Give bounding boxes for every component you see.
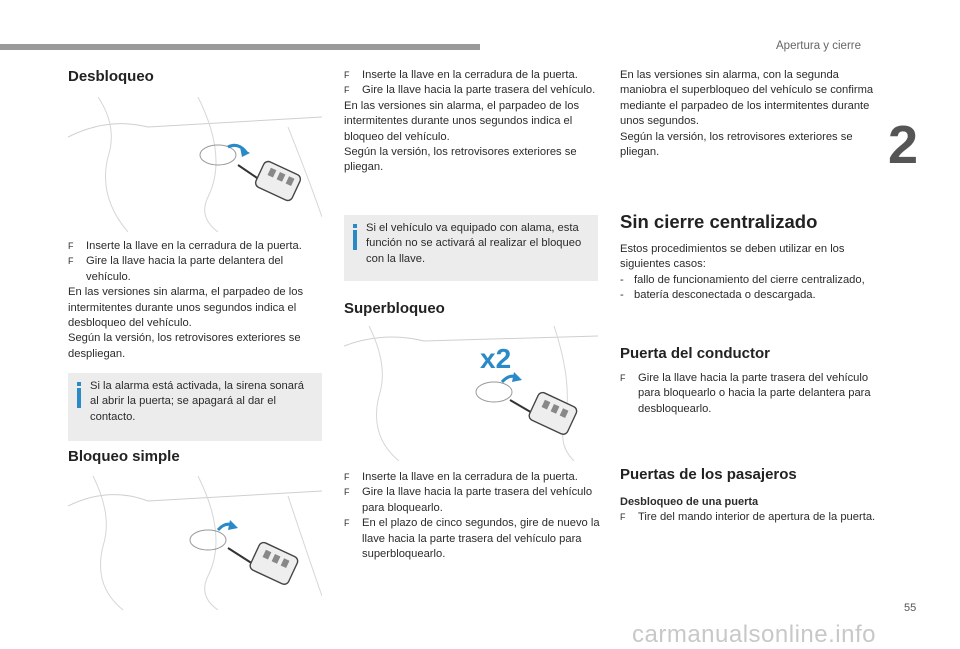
figure-lock (68, 476, 322, 610)
paragraph: En las versiones sin alarma, el parpadeo… (68, 286, 304, 330)
col3-intro: En las versiones sin alarma, con la segu… (620, 68, 882, 160)
x2-label: x2 (480, 343, 511, 374)
info-note: Si el vehículo va equipado con alama, es… (344, 215, 598, 281)
section-title-sin-cierre: Sin cierre centralizado (620, 211, 818, 232)
info-icon (353, 224, 357, 250)
section-title-bloqueo-simple: Bloqueo simple (68, 448, 180, 465)
paragraph: Según la versión, los retrovisores exter… (68, 332, 301, 360)
figure-unlock (68, 97, 322, 232)
subheading: Desbloqueo de una puerta (620, 496, 759, 508)
figure-superlock: x2 (344, 326, 598, 461)
paragraph: En las versiones sin alarma, el parpadeo… (344, 99, 580, 143)
header-title: Apertura y cierre (776, 40, 862, 52)
info-icon (77, 382, 81, 408)
section-title-puertas-pasajeros: Puertas de los pasajeros (620, 466, 797, 483)
section-title-superbloqueo: Superbloqueo (344, 300, 445, 317)
case-item: -batería desconectada o descargada. (620, 289, 816, 302)
chapter-number: 2 (888, 115, 919, 175)
section-title-desbloqueo: Desbloqueo (68, 68, 154, 85)
col3-cases: Estos procedimientos se deben utilizar e… (620, 242, 882, 304)
paragraph: Según la versión, los retrovisores exter… (620, 130, 853, 159)
paragraph: Estos procedimientos se deben utilizar e… (620, 243, 845, 271)
paragraph: En las versiones sin alarma, con la segu… (620, 69, 874, 128)
page-number: 55 (904, 602, 917, 614)
section-title-puerta-conductor: Puerta del conductor (620, 345, 771, 362)
watermark: carmanualsonline.info (632, 621, 876, 648)
header-bar (0, 44, 480, 50)
case-item: -fallo de funcionamiento del cierre cent… (620, 273, 865, 286)
info-note: Si la alarma está activada, la sirena so… (68, 373, 322, 441)
paragraph: Según la versión, los retrovisores exter… (344, 146, 577, 174)
